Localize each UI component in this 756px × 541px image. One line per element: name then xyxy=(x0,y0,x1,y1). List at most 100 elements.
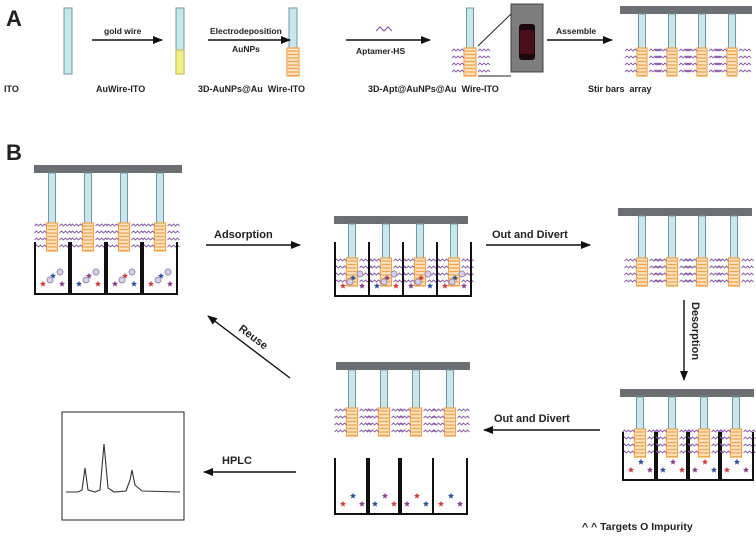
aptamer-strand xyxy=(436,265,449,269)
target-star xyxy=(427,282,433,289)
stir-bar-rod xyxy=(380,369,388,409)
stir-bar-array xyxy=(620,6,752,77)
aptamer-strand xyxy=(708,62,722,66)
aptamer-strand xyxy=(167,230,180,234)
aptamer-strand xyxy=(684,279,697,283)
array-adsorbed xyxy=(334,216,474,297)
aptamer-strand xyxy=(679,258,692,262)
sample-vial xyxy=(622,432,658,481)
aptamer-strand xyxy=(334,429,347,433)
stir-bar-rod xyxy=(668,215,676,259)
aptamer-strand xyxy=(708,55,722,59)
aptamer-strand xyxy=(709,265,722,269)
target-star xyxy=(76,280,82,287)
target-star xyxy=(442,282,448,289)
label-out-divert-bottom: Out and Divert xyxy=(494,413,570,425)
target-star xyxy=(702,458,708,465)
target-star xyxy=(148,280,154,287)
aptamer-strand xyxy=(457,422,470,426)
target-star xyxy=(628,466,634,473)
target-star xyxy=(95,280,101,287)
stir-bar-rod xyxy=(700,396,708,430)
aptamer-strand xyxy=(678,69,692,73)
target-star xyxy=(414,492,420,499)
panel-b-label: B xyxy=(6,140,22,165)
aptamer-strand xyxy=(359,415,372,419)
stir-bar-rod xyxy=(668,13,676,49)
target-star xyxy=(461,282,467,289)
aptamer-strand xyxy=(654,279,667,283)
aptamer-strand xyxy=(70,244,83,248)
aptamer-strand xyxy=(368,272,381,276)
aptamer-strand xyxy=(624,48,638,52)
aptamer-strand xyxy=(648,62,662,66)
aptamer-strand xyxy=(624,55,638,59)
impurity-circle xyxy=(346,278,354,286)
aptamer-strand xyxy=(334,279,347,283)
target-star xyxy=(112,280,118,287)
aptamer-strand xyxy=(451,62,465,66)
label-hplc: HPLC xyxy=(222,455,252,467)
stir-bar-rod xyxy=(288,7,298,49)
impurity-circle xyxy=(424,270,432,278)
aptamer-strand xyxy=(59,223,72,227)
target-star xyxy=(340,282,346,289)
target-star xyxy=(638,458,644,465)
aptamer-strand xyxy=(334,415,347,419)
target-star xyxy=(393,282,399,289)
aptamer-strand xyxy=(334,265,347,269)
aptamer-strand xyxy=(678,48,692,52)
aptamer-strand xyxy=(70,230,83,234)
gold-wire-segment xyxy=(175,49,185,75)
aptamer-strand xyxy=(738,62,752,66)
aptamer-strand xyxy=(714,48,728,52)
aptamer-strand xyxy=(334,408,347,412)
aptamer-strand xyxy=(741,258,754,262)
aptamer-strand xyxy=(59,230,72,234)
target-star xyxy=(359,282,365,289)
stage-label-aunps: 3D-AuNPs@Au Wire-ITO xyxy=(198,84,305,94)
aptamer-strand xyxy=(167,237,180,241)
target-star xyxy=(438,500,444,507)
aptamer-strand xyxy=(741,279,754,283)
impurity-circle xyxy=(92,268,100,276)
aptamer-strand xyxy=(70,237,83,241)
aptamer-strand xyxy=(714,55,728,59)
sample-vial xyxy=(436,242,472,297)
aptamer-strand xyxy=(679,279,692,283)
aptamer-strand xyxy=(423,429,436,433)
aptamer-strand xyxy=(654,429,667,433)
label-adsorption: Adsorption xyxy=(214,229,273,241)
target-star xyxy=(734,458,740,465)
sample-vial xyxy=(718,432,754,481)
stir-bar-rod xyxy=(412,369,420,409)
stir-bar-rod xyxy=(466,7,474,49)
aptamer-strand xyxy=(709,258,722,262)
aptamer-strand xyxy=(398,429,411,433)
aptamer-strand xyxy=(106,223,119,227)
aptamer-strand xyxy=(649,265,662,269)
aptamer-strand xyxy=(142,244,155,248)
aptamer-strand xyxy=(432,415,445,419)
aptamer-strand xyxy=(451,69,465,73)
target-star xyxy=(350,492,356,499)
holder-bar xyxy=(620,6,752,14)
sample-vial xyxy=(432,458,468,515)
aptamer-strand xyxy=(34,244,47,248)
aptamer-strand xyxy=(711,429,724,433)
aptamer-strand xyxy=(647,429,660,433)
stir-bar-rod xyxy=(156,172,164,224)
impurity-circle xyxy=(458,270,466,278)
sample-vial xyxy=(106,242,142,295)
target-star xyxy=(359,500,365,507)
sample-vial xyxy=(398,458,434,515)
aptamer-strand xyxy=(334,258,347,262)
aptamer-strand xyxy=(391,408,404,412)
aptamer-strand xyxy=(648,55,662,59)
stage-aptamer-rod xyxy=(451,7,491,77)
aptamer-strand xyxy=(708,69,722,73)
stage-ito-rod xyxy=(63,7,73,75)
stage-auwire-rod xyxy=(175,7,185,75)
aptamer-strand xyxy=(654,258,667,262)
target-star xyxy=(374,282,380,289)
